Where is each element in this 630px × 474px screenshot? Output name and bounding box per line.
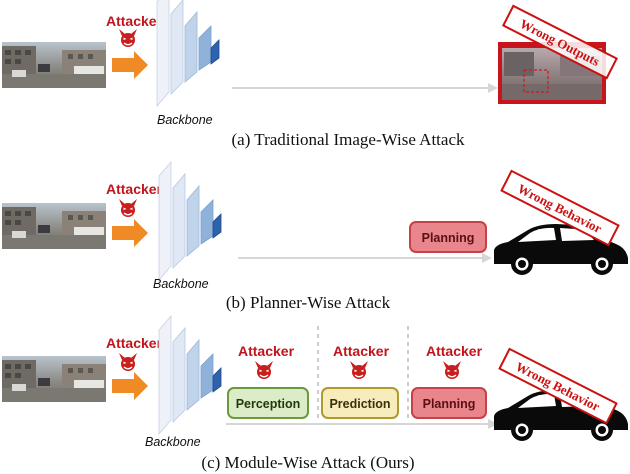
prediction-label: Prediction: [329, 397, 390, 411]
prediction-box: Prediction: [321, 387, 399, 419]
panel-a: Attacker Backbone Wrong Outputs (a) Trad…: [2, 0, 619, 149]
devil-icon: [118, 198, 138, 218]
input-image-c: [2, 356, 106, 402]
backbone-stack-c: [158, 315, 222, 435]
flow-arrowhead-b: [482, 253, 492, 263]
attacker-label-a: Attacker: [106, 13, 163, 29]
input-image-b: [2, 203, 106, 249]
panel-c: Attacker Backbone Attacker Attacker Atta…: [2, 315, 628, 472]
perception-box: Perception: [227, 387, 309, 419]
caption-b: (b) Planner-Wise Attack: [226, 293, 391, 312]
caption-c: (c) Module-Wise Attack (Ours): [201, 453, 414, 472]
input-image-a: [2, 42, 106, 88]
perception-label: Perception: [236, 397, 301, 411]
attacker-label-perception: Attacker: [238, 343, 295, 359]
devil-icon: [254, 360, 274, 380]
target-box: [523, 69, 549, 93]
planning-label-b: Planning: [422, 231, 475, 245]
planning-box-b: Planning: [409, 221, 487, 253]
devil-icon: [118, 28, 138, 48]
attacker-label-prediction: Attacker: [333, 343, 390, 359]
backbone-label-c: Backbone: [145, 435, 201, 449]
flow-arrowhead-c: [488, 419, 498, 429]
attacker-label-b: Attacker: [106, 181, 163, 197]
flow-arrowhead-a: [488, 83, 498, 93]
attack-arrow-c: [112, 372, 148, 400]
caption-a: (a) Traditional Image-Wise Attack: [231, 130, 465, 149]
planning-label-c: Planning: [423, 397, 476, 411]
backbone-stack-b: [158, 161, 222, 281]
planning-box-c: Planning: [411, 387, 487, 419]
devil-icon: [442, 360, 462, 380]
wrong-output-image: [498, 42, 606, 104]
backbone-label-a: Backbone: [157, 113, 213, 127]
devil-icon: [118, 352, 138, 372]
attacker-label-planning: Attacker: [426, 343, 483, 359]
panel-b: Attacker Backbone Planning Wrong Behavio…: [2, 161, 628, 312]
attack-arrow-b: [112, 219, 148, 247]
devil-icon: [349, 360, 369, 380]
attack-arrow-a: [112, 51, 148, 79]
backbone-label-b: Backbone: [153, 277, 209, 291]
attacker-label-c: Attacker: [106, 335, 163, 351]
backbone-stack-a: [156, 0, 220, 107]
